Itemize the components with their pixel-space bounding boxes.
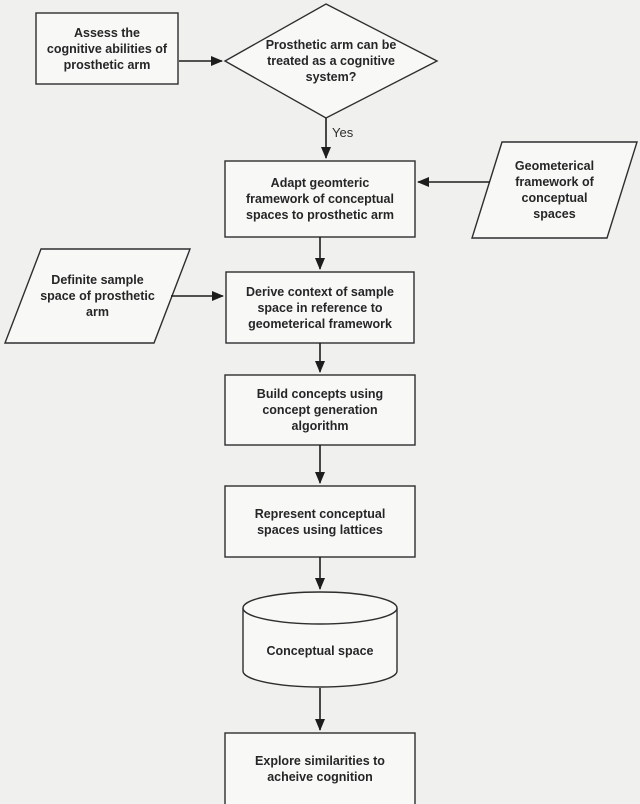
build-concepts-rectangle [224,374,416,446]
adapt-rectangle [224,160,416,238]
definite-sample-space-parallelogram [3,248,192,344]
assess-rectangle [35,12,179,85]
decision-diamond [223,3,439,119]
cylinder-top [242,591,398,625]
cylinder-body [242,608,398,688]
conceptual-space-cylinder [242,591,398,688]
derive-context-rectangle [225,271,415,344]
geometrical-framework-parallelogram [471,141,638,239]
decision-yes-label: Yes [332,125,354,140]
explore-similarities-rectangle [224,732,416,804]
represent-spaces-rectangle [224,485,416,558]
